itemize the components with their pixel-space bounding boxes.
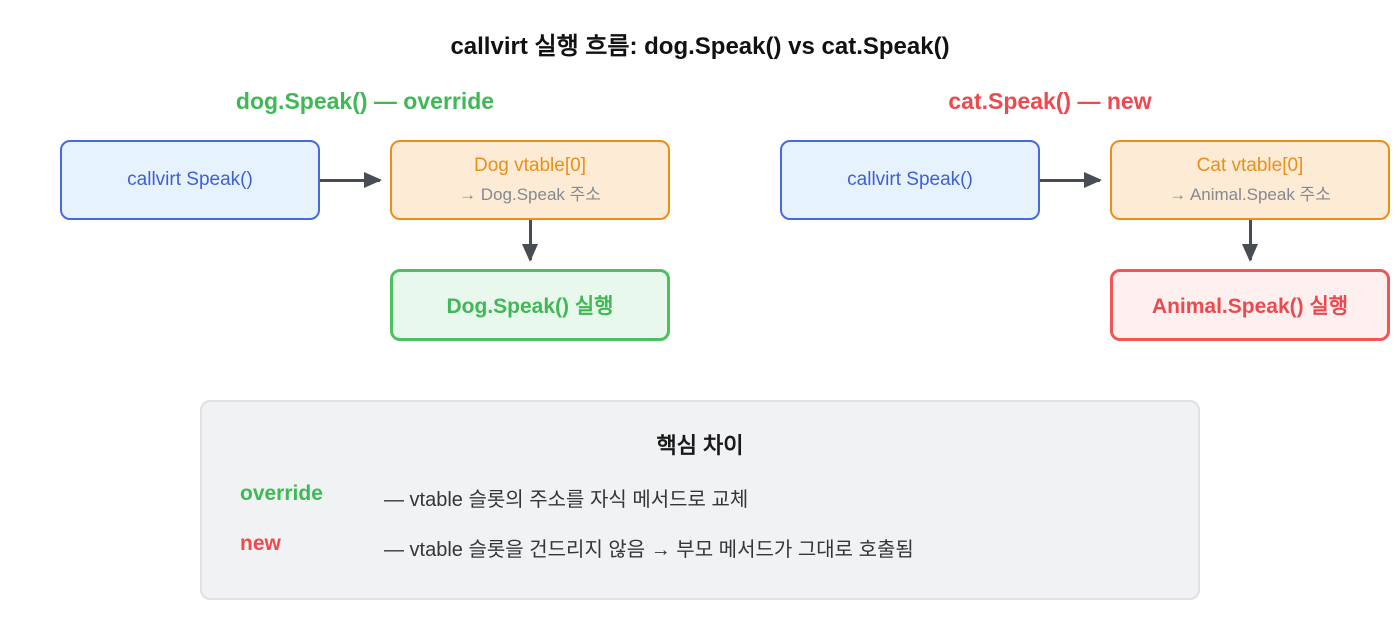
- callvirt-box-cat: callvirt Speak(): [780, 140, 1040, 220]
- callvirt-box-dog: callvirt Speak(): [60, 140, 320, 220]
- summary-desc-new: — vtable 슬롯을 건드리지 않음 → 부모 메서드가 그대로 호출됨: [384, 539, 914, 561]
- diagram-title: callvirt 실행 흐름: dog.Speak() vs cat.Speak…: [450, 33, 950, 60]
- vtable-subtitle: → Animal.Speak 주소: [1169, 185, 1331, 204]
- dog-vtable-box: Dog vtable[0] → Dog.Speak 주소: [390, 140, 670, 220]
- arrow-right-icon: [1040, 172, 1102, 188]
- summary-keyword-override: override: [240, 482, 323, 505]
- callvirt-label: callvirt Speak(): [847, 169, 973, 190]
- flow-override-heading: dog.Speak() — override: [235, 88, 495, 114]
- vtable-subtitle: → Dog.Speak 주소: [459, 185, 601, 204]
- summary-keyword-new: new: [240, 532, 281, 555]
- flow-new-heading: cat.Speak() — new: [948, 88, 1152, 114]
- summary-panel: 핵심 차이 override — vtable 슬롯의 주소를 자식 메서드로 …: [200, 400, 1200, 600]
- dog-result-box: Dog.Speak() 실행: [390, 269, 670, 341]
- vtable-title: Cat vtable[0]: [1196, 155, 1304, 176]
- callvirt-label: callvirt Speak(): [127, 169, 253, 190]
- cat-result-box: Animal.Speak() 실행: [1110, 269, 1390, 341]
- result-label: Dog.Speak() 실행: [446, 295, 614, 318]
- arrow-down-icon: [522, 220, 538, 262]
- vtable-title: Dog vtable[0]: [474, 155, 586, 176]
- summary-desc-override: — vtable 슬롯의 주소를 자식 메서드로 교체: [384, 489, 749, 511]
- summary-title: 핵심 차이: [656, 433, 744, 458]
- arrow-right-icon: [320, 172, 382, 188]
- result-label: Animal.Speak() 실행: [1151, 295, 1349, 318]
- cat-vtable-box: Cat vtable[0] → Animal.Speak 주소: [1110, 140, 1390, 220]
- arrow-down-icon: [1242, 220, 1258, 262]
